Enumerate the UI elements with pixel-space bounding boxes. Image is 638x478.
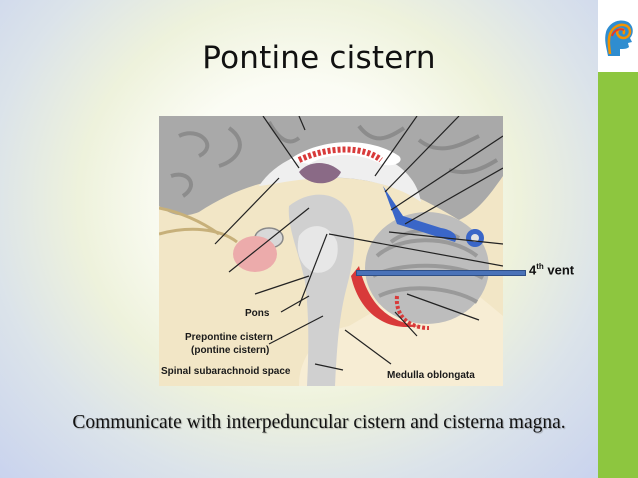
side-accent-bar	[598, 72, 638, 478]
slide-title: Pontine cistern	[202, 40, 436, 76]
label-spinal-subarachnoid: Spinal subarachnoid space	[161, 366, 291, 377]
vent-superscript: th	[536, 262, 544, 271]
label-medulla-oblongata: Medulla oblongata	[387, 370, 475, 381]
slide-caption: Communicate with interpeduncular cistern…	[72, 412, 566, 433]
label-pons: Pons	[245, 308, 270, 319]
brain-sagittal-figure: Pons Prepontine cistern (pontine cistern…	[159, 116, 503, 386]
head-profile-logo-icon	[605, 20, 633, 56]
vent-suffix: vent	[543, 262, 575, 278]
fourth-ventricle-pointer	[356, 270, 526, 276]
fourth-ventricle-label: 4th vent	[529, 262, 574, 277]
brain-illustration: Pons Prepontine cistern (pontine cistern…	[159, 116, 503, 386]
label-pontine-cistern: (pontine cistern)	[191, 345, 269, 356]
vent-number: 4	[529, 262, 537, 278]
label-prepontine-cistern: Prepontine cistern	[185, 332, 273, 343]
